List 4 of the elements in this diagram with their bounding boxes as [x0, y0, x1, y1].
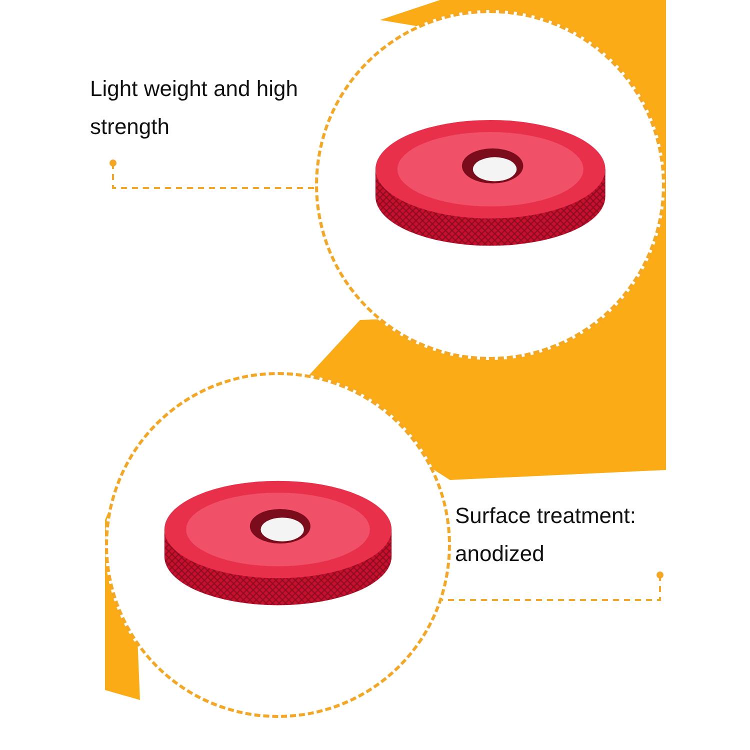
feature-text: Light weight and high strength	[90, 75, 299, 141]
leader-line	[442, 572, 664, 601]
leader-line	[110, 160, 316, 189]
feature-text: Surface treatment: anodized	[455, 502, 637, 568]
